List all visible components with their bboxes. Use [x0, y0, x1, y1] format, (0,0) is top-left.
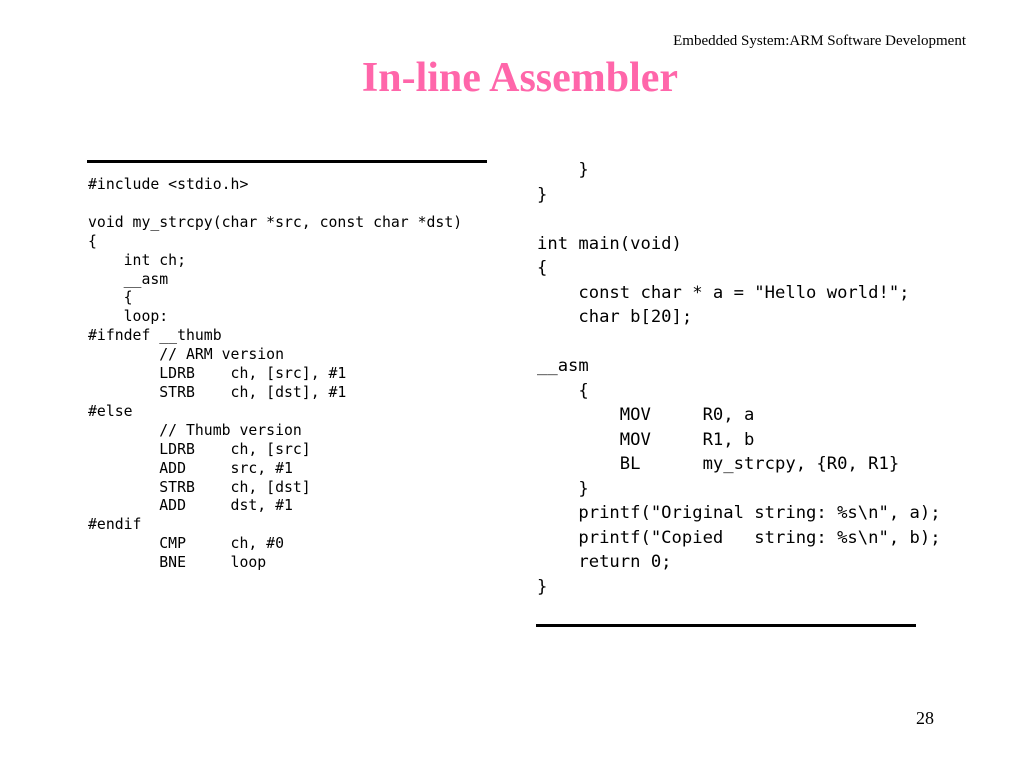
code-line: }	[537, 478, 589, 499]
code-line: {	[537, 258, 548, 278]
page-number: 28	[916, 708, 934, 728]
code-line: // ARM version	[88, 346, 284, 364]
code-line: {	[88, 289, 133, 307]
code-line: {	[537, 380, 589, 401]
code-line: }	[537, 160, 589, 180]
code-line: BNE loop	[88, 554, 267, 572]
slide-title: In-line Assembler	[361, 55, 679, 101]
code-line: loop:	[88, 308, 169, 326]
code-line: char b[20];	[537, 307, 693, 327]
code-line: #include <stdio.h>	[88, 176, 249, 193]
top-rule-divider	[87, 160, 487, 163]
code-line: BL my_strcpy, {R0, R1}	[537, 454, 900, 474]
code-line: CMP ch, #0	[88, 535, 284, 553]
code-line: return 0;	[537, 552, 672, 572]
code-line: #else	[88, 402, 133, 420]
code-line: const char * a = "Hello world!";	[537, 282, 910, 303]
code-line: printf("Copied string: %s\n", b);	[537, 527, 941, 548]
bottom-rule-divider	[536, 624, 916, 627]
code-line: LDRB ch, [src]	[88, 440, 311, 458]
code-line: // Thumb version	[88, 421, 302, 439]
code-line	[537, 330, 941, 355]
code-line: {	[88, 232, 97, 250]
code-line: printf("Original string: %s\n", a);	[537, 503, 941, 523]
slide-header: Embedded System:ARM Software Development	[673, 33, 966, 49]
code-line: #ifndef __thumb	[88, 327, 222, 345]
code-line: int ch;	[88, 251, 186, 269]
code-line: STRB ch, [dst]	[88, 478, 311, 496]
code-line: MOV R0, a	[537, 405, 755, 425]
code-line: #endif	[88, 516, 142, 534]
code-line: __asm	[537, 356, 589, 376]
code-line: MOV R1, b	[537, 429, 755, 450]
code-listing-right: }} int main(void) { const char * a = "Hel…	[537, 158, 941, 599]
code-line: ADD dst, #1	[88, 497, 293, 515]
code-listing-left: #include <stdio.h> void my_strcpy(char *…	[88, 176, 462, 573]
code-line	[88, 195, 462, 214]
code-line: int main(void)	[537, 233, 682, 254]
code-line: STRB ch, [dst], #1	[88, 383, 347, 401]
code-line: LDRB ch, [src], #1	[88, 365, 347, 383]
code-line: __asm	[88, 270, 169, 288]
code-line: }	[537, 576, 548, 597]
code-line	[537, 207, 941, 232]
code-line: }	[537, 184, 548, 205]
code-line: void my_strcpy(char *src, const char *ds…	[88, 213, 463, 231]
code-line: ADD src, #1	[88, 459, 293, 477]
